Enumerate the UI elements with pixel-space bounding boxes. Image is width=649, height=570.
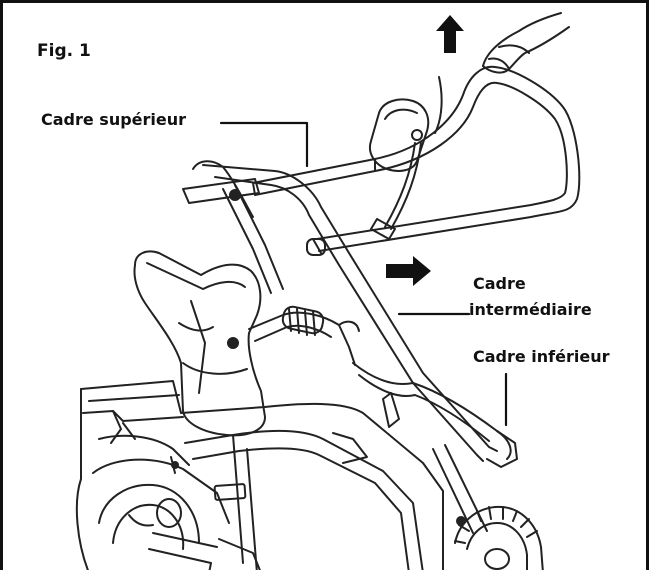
leader-upper-frame xyxy=(219,121,309,168)
label-middle-frame-line1: Cadre xyxy=(473,274,526,293)
figure-title: Fig. 1 xyxy=(37,41,91,61)
label-upper-frame: Cadre supérieur xyxy=(41,110,187,129)
wheel xyxy=(454,505,544,570)
lower-frame xyxy=(352,362,518,534)
upper-frame xyxy=(182,65,581,256)
middle-frame xyxy=(192,160,498,462)
auger xyxy=(92,458,261,570)
snow-thrower-housing xyxy=(75,380,444,570)
right-arrow xyxy=(386,256,431,286)
label-middle-frame-line2: intermédiaire xyxy=(469,300,592,319)
label-lower-frame: Cadre inférieur xyxy=(473,347,610,366)
switch-box xyxy=(369,76,443,240)
chute-crank xyxy=(248,305,360,366)
leader-lines xyxy=(219,121,508,427)
up-arrow xyxy=(436,15,464,53)
snow-thrower-illustration xyxy=(75,12,581,570)
discharge-chute xyxy=(133,250,266,437)
hand-icon xyxy=(482,12,570,74)
